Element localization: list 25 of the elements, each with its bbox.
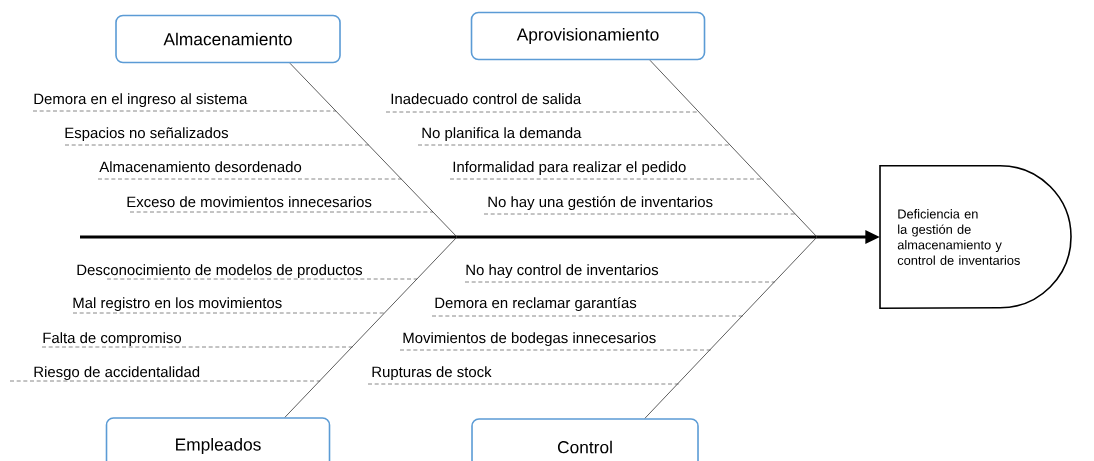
effect-box: Deficiencia en la gestión de almacenamiento y control de inventarios <box>879 164 1072 310</box>
cause-text: No hay una gestión de inventarios <box>488 196 713 211</box>
cause-text: Movimientos de bodegas innecesarios <box>403 332 656 347</box>
cause-text: Riesgo de accidentalidad <box>34 366 200 381</box>
bone-line <box>644 236 818 419</box>
bone-line <box>289 62 458 238</box>
cause-text: Falta de compromiso <box>43 332 182 347</box>
bone-line <box>284 236 458 418</box>
category-box: Control <box>471 418 699 461</box>
cause-text: Inadecuado control de salida <box>391 93 582 105</box>
cause-text: No hay control de inventarios <box>466 264 659 279</box>
cause-text: Rupturas de stock <box>372 366 492 381</box>
cause-text: Exceso de movimientos innecesarios <box>127 196 372 208</box>
cause-text: Desconocimiento de modelos de productos <box>77 264 363 279</box>
cause-text: Demora en el ingreso al sistema <box>34 93 248 108</box>
category-box: Aprovisionamiento <box>470 11 706 61</box>
cause-text: No planifica la demanda <box>422 127 582 142</box>
cause-text: Informalidad para realizar el pedido <box>453 161 686 176</box>
category-box: Almacenamiento <box>115 14 341 64</box>
category-box: Empleados <box>105 417 331 461</box>
cause-text: Almacenamiento desordenado <box>99 161 302 173</box>
cause-text: Espacios no señalizados <box>65 127 229 142</box>
cause-text: Mal registro en los movimientos <box>73 297 282 312</box>
bone-line <box>649 59 818 238</box>
cause-text: Demora en reclamar garantías <box>435 297 637 312</box>
